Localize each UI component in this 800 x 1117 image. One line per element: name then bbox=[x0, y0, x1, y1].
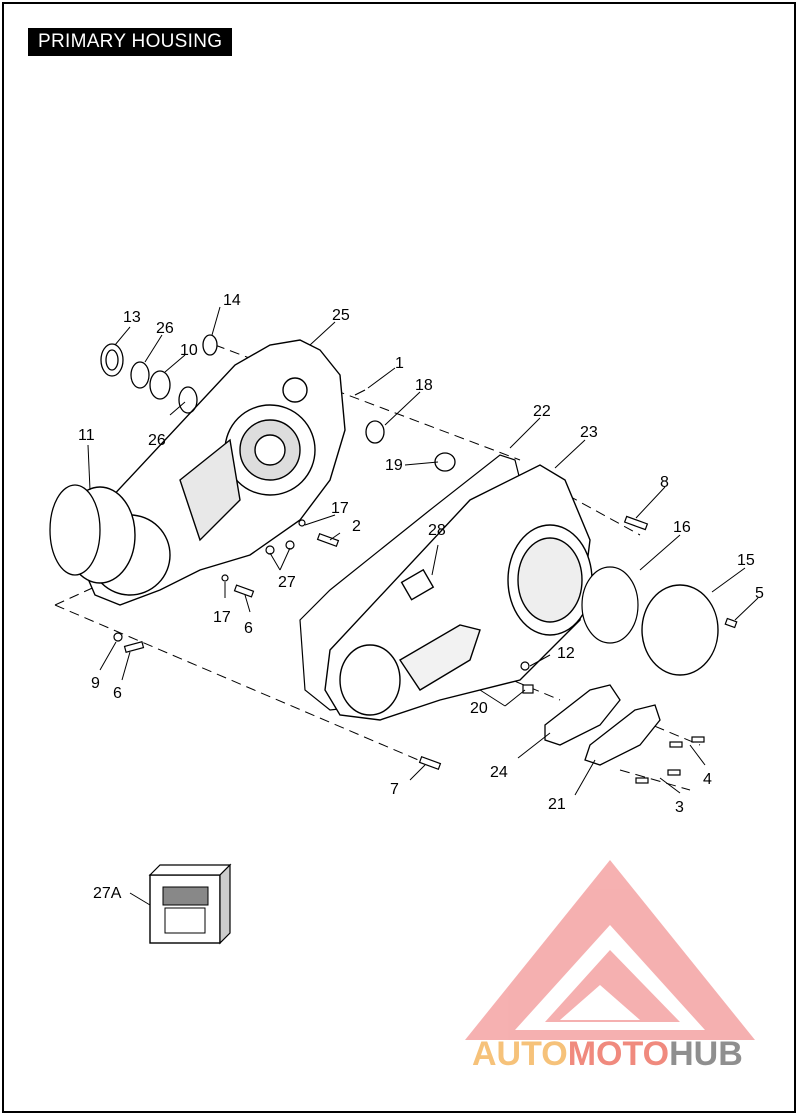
callout-16: 16 bbox=[673, 519, 691, 536]
callout-17a: 17 bbox=[331, 500, 349, 517]
callout-17b: 17 bbox=[213, 609, 231, 626]
callout-27: 27 bbox=[278, 574, 296, 591]
page-title: PRIMARY HOUSING bbox=[28, 28, 233, 56]
housing-gasket bbox=[49, 484, 101, 576]
watermark-part1: AUTO bbox=[472, 1035, 568, 1073]
callout-7: 7 bbox=[390, 781, 399, 798]
callout-20: 20 bbox=[470, 700, 488, 717]
callout-1: 1 bbox=[395, 355, 404, 372]
callout-28: 28 bbox=[428, 522, 446, 539]
callout-25: 25 bbox=[332, 307, 350, 324]
callout-5: 5 bbox=[755, 585, 764, 602]
watermark-part3: HUB bbox=[669, 1035, 743, 1073]
callout-9: 9 bbox=[91, 675, 100, 692]
callout-12: 12 bbox=[557, 645, 575, 662]
callout-24: 24 bbox=[490, 764, 508, 781]
callout-18: 18 bbox=[415, 377, 433, 394]
callout-2: 2 bbox=[352, 518, 361, 535]
callout-26a: 26 bbox=[156, 320, 174, 337]
callout-15: 15 bbox=[737, 552, 755, 569]
outer-primary-cover bbox=[324, 464, 593, 721]
leader-lines bbox=[87, 306, 759, 906]
callout-14: 14 bbox=[223, 292, 241, 309]
callout-8: 8 bbox=[660, 474, 669, 491]
callout-11: 11 bbox=[78, 427, 95, 444]
callout-4: 4 bbox=[703, 771, 712, 788]
callout-27a: 27A bbox=[93, 885, 122, 902]
callout-26b: 26 bbox=[148, 432, 166, 449]
watermark-logo-icon bbox=[465, 860, 755, 1040]
seal-and-bearing-parts bbox=[100, 334, 456, 472]
watermark-brand-text: AUTOMOTOHUB bbox=[472, 1035, 743, 1074]
derby-gasket bbox=[581, 566, 639, 644]
derby-cover bbox=[641, 584, 719, 676]
callout-13: 13 bbox=[123, 309, 141, 326]
callout-6b: 6 bbox=[113, 685, 122, 702]
callout-19: 19 bbox=[385, 457, 403, 474]
watermark-part2: MOTO bbox=[567, 1035, 670, 1073]
callout-21: 21 bbox=[548, 796, 566, 813]
callout-22: 22 bbox=[533, 403, 551, 420]
decal-box-icon bbox=[148, 863, 232, 945]
callout-10: 10 bbox=[180, 342, 198, 359]
inner-primary-housing bbox=[64, 339, 346, 606]
callout-3: 3 bbox=[675, 799, 684, 816]
inspection-gasket bbox=[544, 684, 621, 746]
callout-23: 23 bbox=[580, 424, 598, 441]
fastener-parts bbox=[113, 389, 738, 784]
inspection-cover bbox=[584, 704, 661, 766]
callout-labels: 1 2 3 4 5 6 6 7 8 9 10 11 12 13 14 15 16… bbox=[78, 292, 764, 902]
callout-6a: 6 bbox=[244, 620, 253, 637]
